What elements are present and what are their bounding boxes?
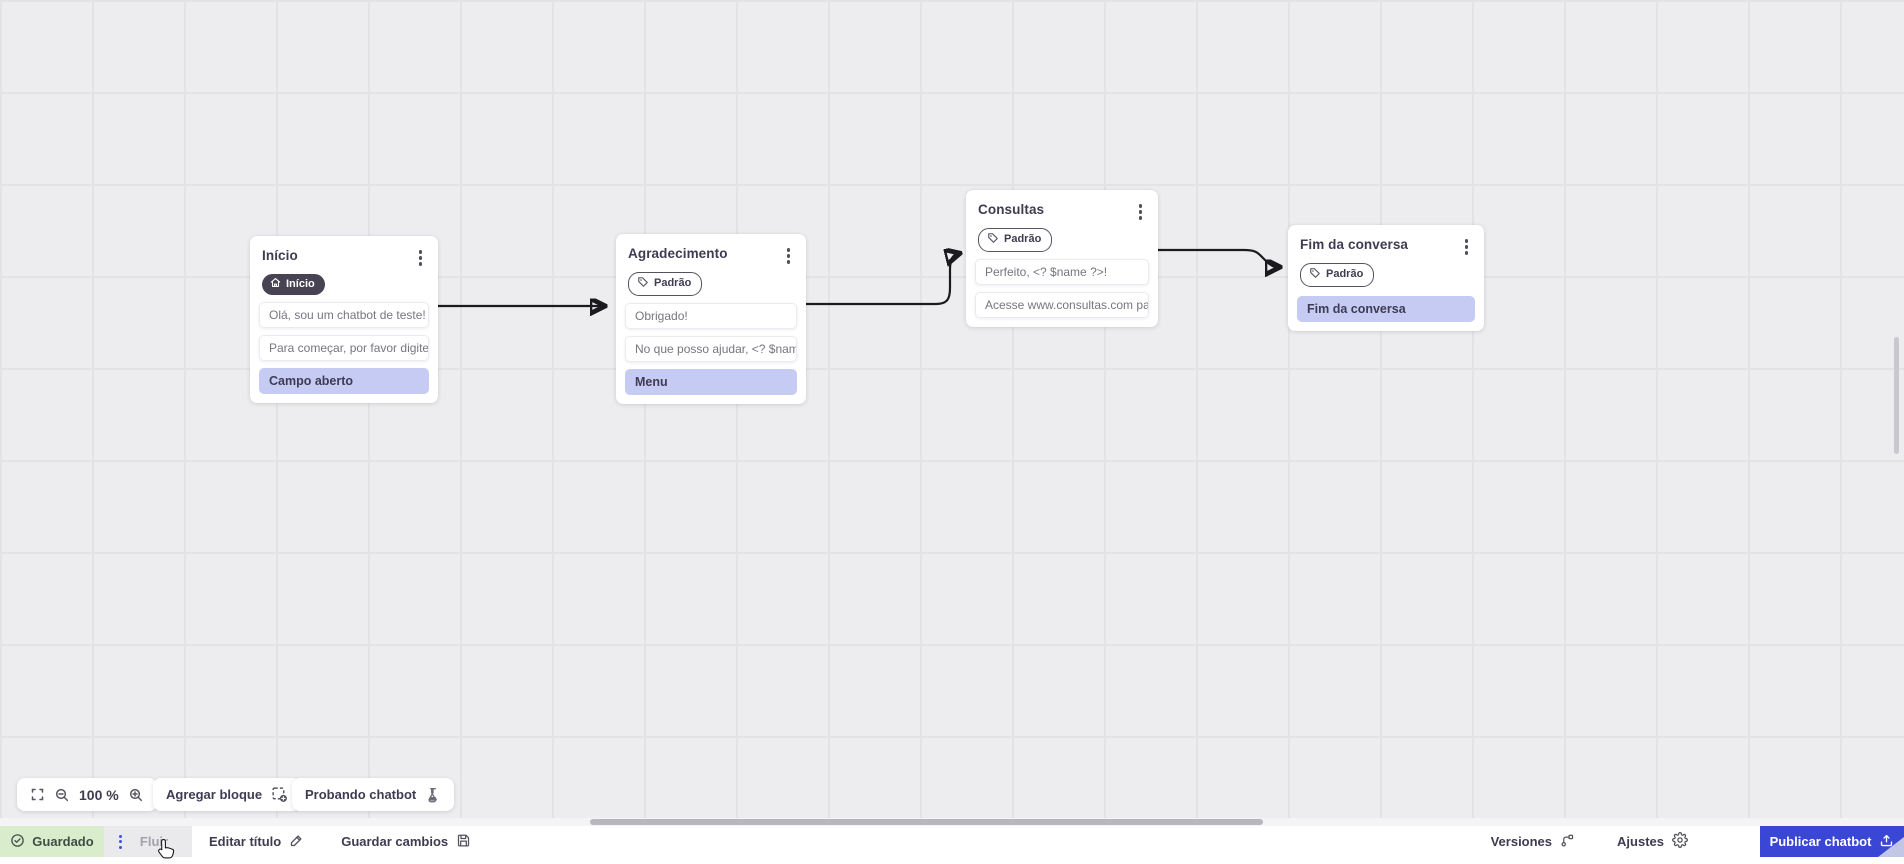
action-row-fim[interactable]: Fim da conversa — [1297, 296, 1475, 322]
statusbar-right-group: Versiones Ajustes Publicar chatbot — [1491, 826, 1904, 857]
saved-status-label: Guardado — [32, 834, 93, 849]
vertical-scrollbar-thumb[interactable] — [1894, 337, 1899, 454]
node-type-badge: Padrão — [628, 272, 702, 296]
tag-icon — [1309, 267, 1321, 282]
node-menu-button[interactable] — [1135, 202, 1147, 222]
flow-canvas[interactable]: Início Início Olá, sou um chatbot de tes… — [0, 0, 1904, 826]
badge-label: Início — [286, 278, 315, 290]
message-row[interactable]: Acesse www.consultas.com par... — [975, 292, 1149, 318]
node-menu-button[interactable] — [415, 248, 427, 268]
add-block-button[interactable]: Agregar bloque — [153, 778, 301, 811]
save-changes-button[interactable]: Guardar cambios — [341, 833, 471, 851]
badge-label: Padrão — [1004, 233, 1041, 245]
node-header: Fim da conversa — [1297, 237, 1475, 257]
versions-label: Versiones — [1491, 834, 1552, 849]
save-icon — [456, 833, 471, 851]
zoom-in-icon[interactable] — [128, 787, 144, 803]
node-menu-button[interactable] — [783, 246, 795, 266]
flow-tab-label: Fluir — [122, 834, 186, 849]
flow-node-consultas[interactable]: Consultas Padrão Perfeito, <? $name ?>! … — [966, 190, 1158, 327]
branch-icon — [1560, 833, 1575, 851]
settings-label: Ajustes — [1617, 834, 1664, 849]
node-title: Início — [262, 248, 298, 263]
badge-label: Padrão — [1326, 268, 1363, 280]
message-row[interactable]: Olá, sou um chatbot de teste! — [259, 302, 429, 328]
flow-node-agradecimento[interactable]: Agradecimento Padrão Obrigado! No que po… — [616, 234, 806, 404]
home-icon — [270, 277, 281, 291]
save-changes-label: Guardar cambios — [341, 834, 448, 849]
settings-button[interactable]: Ajustes — [1617, 832, 1688, 851]
flow-node-inicio[interactable]: Início Início Olá, sou um chatbot de tes… — [250, 236, 438, 403]
node-header: Agradecimento — [625, 246, 797, 266]
node-type-badge: Padrão — [978, 228, 1052, 252]
test-chatbot-button[interactable]: Probando chatbot — [292, 778, 454, 811]
action-row-menu[interactable]: Menu — [625, 369, 797, 395]
check-circle-icon — [10, 833, 25, 851]
zoom-out-icon[interactable] — [54, 787, 70, 803]
edit-title-label: Editar título — [209, 834, 281, 849]
publish-button-corner — [1878, 837, 1904, 857]
node-header: Consultas — [975, 202, 1149, 222]
flow-node-fim-da-conversa[interactable]: Fim da conversa Padrão Fim da conversa — [1288, 225, 1484, 331]
action-row-campo-aberto[interactable]: Campo aberto — [259, 368, 429, 394]
node-type-badge: Início — [262, 274, 325, 295]
message-row[interactable]: Obrigado! — [625, 303, 797, 329]
saved-status-badge: Guardado — [0, 826, 104, 857]
node-title: Fim da conversa — [1300, 237, 1408, 252]
zoom-controls: 100 % — [17, 778, 157, 811]
gear-icon — [1672, 832, 1688, 851]
flow-tab[interactable]: Fluir — [104, 826, 192, 857]
badge-label: Padrão — [654, 277, 691, 289]
bottom-statusbar: Guardado Fluir Editar título Guardar cam… — [0, 826, 1904, 857]
test-chatbot-label: Probando chatbot — [305, 787, 416, 802]
node-title: Agradecimento — [628, 246, 728, 261]
zoom-level: 100 % — [79, 787, 119, 803]
message-row[interactable]: No que posso ajudar, <? $name ... — [625, 336, 797, 362]
horizontal-scrollbar-thumb[interactable] — [590, 819, 1263, 825]
node-title: Consultas — [978, 202, 1044, 217]
flow-connections — [0, 0, 1904, 826]
pencil-icon — [289, 833, 304, 851]
fit-view-icon[interactable] — [30, 787, 45, 802]
publish-label: Publicar chatbot — [1770, 834, 1872, 849]
flask-icon — [425, 787, 441, 803]
add-block-label: Agregar bloque — [166, 787, 262, 802]
message-row[interactable]: Para começar, por favor digite o ... — [259, 335, 429, 361]
tag-icon — [637, 276, 649, 291]
node-header: Início — [259, 248, 429, 268]
node-menu-button[interactable] — [1461, 237, 1473, 257]
message-row[interactable]: Perfeito, <? $name ?>! — [975, 259, 1149, 285]
tag-icon — [987, 232, 999, 247]
publish-chatbot-button[interactable]: Publicar chatbot — [1760, 826, 1904, 857]
edge-consultas-fim — [1158, 250, 1277, 267]
versions-button[interactable]: Versiones — [1491, 833, 1575, 851]
node-type-badge: Padrão — [1300, 263, 1374, 287]
edge-agradecimento-consultas — [806, 254, 957, 304]
edit-title-button[interactable]: Editar título — [209, 833, 304, 851]
add-block-icon — [271, 786, 288, 803]
